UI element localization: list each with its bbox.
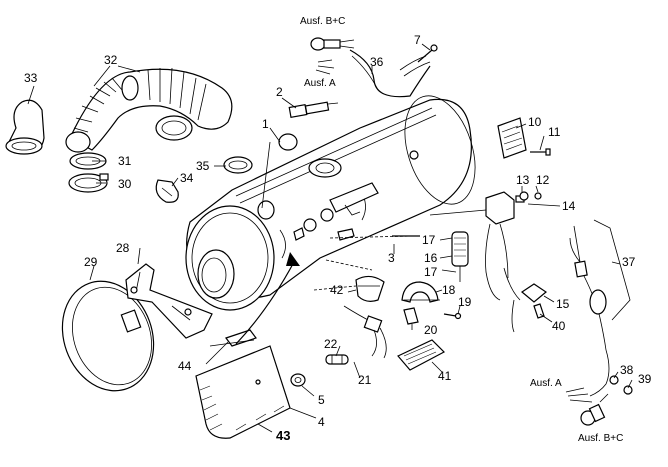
variant-bottom-a: Ausf. A: [530, 378, 562, 389]
label-14: 14: [562, 199, 576, 213]
label-40: 40: [552, 319, 566, 333]
label-31: 31: [118, 154, 132, 168]
screw-7: [417, 44, 438, 63]
label-22: 22: [324, 337, 338, 351]
clamp-42: [355, 275, 385, 302]
connector-line-3: [329, 235, 420, 239]
label-7: 7: [414, 33, 421, 47]
label-15: 15: [556, 297, 570, 311]
exhaust-hose-32: [65, 67, 233, 153]
connector-bottom-bc: [580, 393, 609, 426]
label-33: 33: [24, 71, 38, 85]
bracket-20: [403, 307, 419, 325]
bracket-15: [503, 267, 548, 333]
label-35: 35: [196, 159, 210, 173]
label-4: 4: [318, 415, 325, 429]
screw-11: [530, 148, 551, 156]
label-12: 12: [536, 173, 550, 187]
assembly-arrow: [235, 252, 300, 345]
label-17a: 17: [422, 233, 436, 247]
heat-shield-43: [195, 345, 291, 439]
clip-34: [155, 179, 179, 203]
label-19: 19: [458, 295, 472, 309]
plug-1: [278, 133, 298, 151]
label-13: 13: [516, 173, 530, 187]
label-34: 34: [180, 171, 194, 185]
label-38: 38: [620, 363, 634, 377]
label-29: 29: [84, 255, 98, 269]
connector-bottom-a: [565, 375, 633, 403]
label-41: 41: [438, 369, 452, 383]
heater-body: [185, 95, 476, 311]
control-unit-10: [497, 117, 527, 159]
label-18: 18: [442, 283, 456, 297]
label-39: 39: [638, 372, 652, 386]
clamp-18: [401, 281, 440, 303]
connector-top-bc: [310, 37, 355, 51]
screw-19: [443, 312, 462, 320]
part-labels: 33 32 31 30 34 35 1 2 36 7 10 11 13 12 1…: [24, 16, 652, 444]
temperature-sensor-16: [451, 231, 469, 282]
label-17b: 17: [424, 265, 438, 279]
connector-top-a: [315, 59, 335, 75]
label-1: 1: [262, 117, 269, 131]
wire-harness-21: [343, 305, 387, 359]
label-21: 21: [358, 373, 372, 387]
leader-lines: [27, 43, 633, 433]
label-30: 30: [118, 177, 132, 191]
label-11: 11: [548, 125, 561, 139]
mounting-band-29: [61, 280, 155, 392]
label-43: 43: [276, 428, 290, 443]
label-44: 44: [178, 359, 192, 373]
hose-clamp-30: [68, 173, 109, 193]
label-36: 36: [370, 55, 384, 69]
cable-harness-36: [349, 49, 431, 98]
variant-bottom-bc: Ausf. B+C: [578, 433, 623, 444]
ring-35: [223, 156, 253, 174]
sensor-40: [533, 303, 545, 319]
washer-13: [519, 191, 529, 201]
label-42: 42: [330, 283, 344, 297]
variant-top-a: Ausf. A: [304, 78, 336, 89]
label-32: 32: [104, 53, 118, 67]
nut-5: [290, 373, 306, 387]
variant-top-bc: Ausf. B+C: [300, 16, 345, 27]
label-28: 28: [116, 241, 130, 255]
label-20: 20: [424, 323, 438, 337]
glow-plug-2: [288, 101, 339, 119]
label-3: 3: [388, 251, 395, 265]
part-44: [209, 329, 257, 347]
label-37: 37: [622, 255, 636, 269]
screw-12: [534, 192, 542, 200]
label-5: 5: [318, 393, 325, 407]
label-16: 16: [424, 251, 438, 265]
label-2: 2: [276, 85, 283, 99]
label-10: 10: [528, 115, 542, 129]
fuse-22: [325, 354, 349, 365]
label-plate-41: [397, 339, 445, 371]
end-cap-33: [5, 99, 45, 155]
bracket-28: [125, 263, 213, 339]
